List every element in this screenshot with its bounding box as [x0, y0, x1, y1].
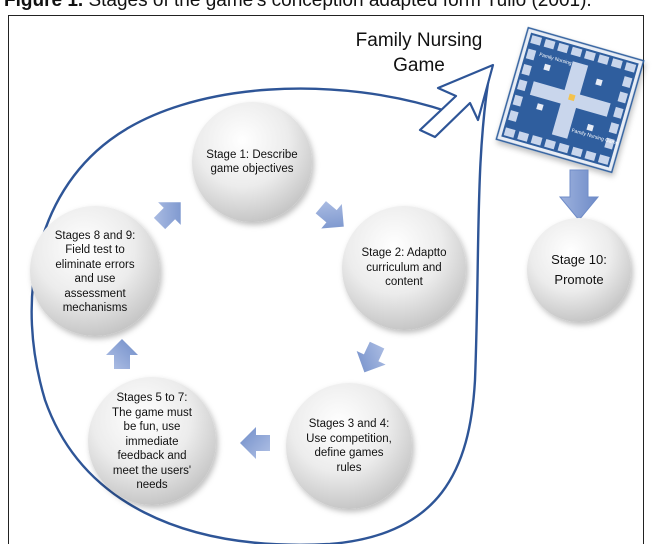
stage-8-9-sphere	[30, 206, 160, 336]
game-title: Family Nursing Game	[355, 30, 483, 76]
figure-caption-text: Stages of the game's conception adapted …	[83, 0, 592, 11]
stage-10-title: Stage 10:	[551, 252, 607, 267]
stage-10-label: Stage 10: Promote	[535, 240, 623, 300]
figure-label: Figure 1.	[4, 0, 84, 11]
stage-1-sphere	[192, 102, 312, 222]
stage-2-label: Stage 2: Adaptto curriculum and content	[361, 247, 447, 289]
cycle-arrow-1-to-2	[315, 201, 344, 229]
game-board-image: Family Nursing Family Nursing Game	[495, 26, 645, 174]
stage-3-4-label: Stages 3 and 4: Use competition, define …	[306, 418, 392, 474]
teardrop-outline	[30, 66, 492, 544]
figure-caption: Figure 1. Stages of the game's conceptio…	[4, 0, 654, 12]
stage-1-label: Stage 1: Describe game objectives	[206, 148, 298, 176]
stage-3-4-sphere	[286, 383, 412, 509]
figure-frame	[8, 15, 644, 544]
stage-10-text: Promote	[554, 272, 604, 287]
cycle-arrow-3-to-4	[240, 427, 270, 459]
cycle-arrow-2-to-3	[356, 341, 386, 373]
cycle-arrow-4-to-5	[106, 339, 138, 369]
cycle-arrow-5-to-1	[153, 202, 181, 230]
pointer-arrow	[418, 63, 495, 139]
stage-2-sphere	[342, 206, 466, 330]
stage-5-7-label: Stages 5 to 7: The game must be fun, use…	[112, 392, 192, 492]
stage-5-7-sphere	[88, 377, 216, 505]
down-arrow	[558, 169, 600, 221]
stage-8-9-label: Stages 8 and 9: Field test to eliminate …	[54, 229, 136, 315]
stage-10-sphere	[527, 218, 631, 322]
